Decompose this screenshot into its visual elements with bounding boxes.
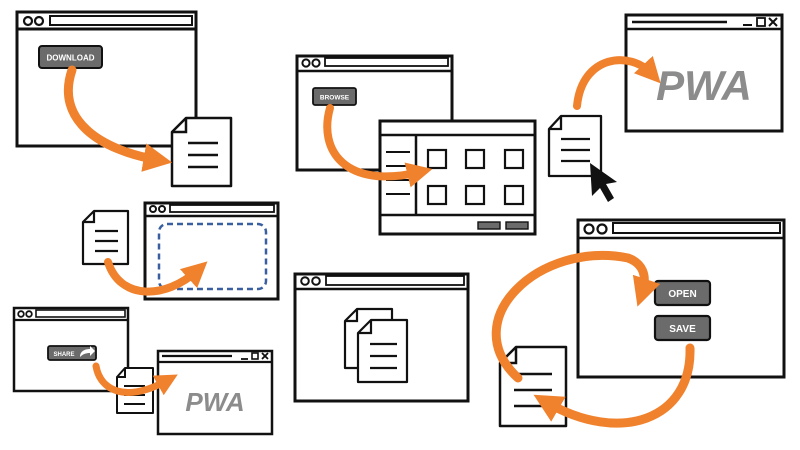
open-button-label: OPEN [668,289,696,300]
pwa-logo-small: PWA [185,387,244,417]
save-button-label: SAVE [669,324,696,335]
browse-arrow [323,104,433,188]
dialog-button[interactable] [505,221,529,230]
document-icon [81,209,130,266]
window-controls-icon [149,205,166,213]
document-icon[interactable] [547,114,603,178]
drag-drop-arrow [104,258,208,296]
browse-button-label: BROWSE [320,95,350,102]
download-arrow [63,65,173,172]
save-arrow [533,343,695,428]
share-source-window [12,306,130,393]
multi-file-window [293,272,470,403]
window-controls-icon [22,15,45,27]
cursor-icon [590,163,617,202]
browse-button[interactable]: BROWSE [312,87,357,106]
pwa-share-target-window: PWA [156,349,274,436]
window-controls-icon [301,58,321,68]
drop-zone[interactable] [157,222,268,291]
share-arrow [92,362,178,396]
share-arrow-icon [80,346,95,357]
download-button-label: DOWNLOAD [47,54,95,63]
save-button[interactable]: SAVE [653,314,712,342]
window-controls-icon [17,310,33,318]
pwa-logo-large: PWA [656,62,752,109]
open-with-arrow [573,55,661,110]
document-icon [356,318,409,384]
drop-target-window [143,201,280,301]
pwa-window: PWA [624,13,784,133]
share-button-label: SHARE [53,352,74,358]
dialog-button[interactable] [477,221,501,230]
file-grid[interactable] [426,148,525,206]
document-icon [170,116,233,188]
document-icon [498,345,568,428]
open-arrow [491,250,661,383]
share-button[interactable]: SHARE [47,345,97,361]
window-controls-icon [300,276,321,286]
download-button[interactable]: DOWNLOAD [38,45,103,69]
window-controls-icon [241,352,269,360]
window-controls-icon [743,17,778,27]
download-window [15,10,198,148]
window-controls-icon [583,223,608,235]
open-button[interactable]: OPEN [653,279,712,307]
